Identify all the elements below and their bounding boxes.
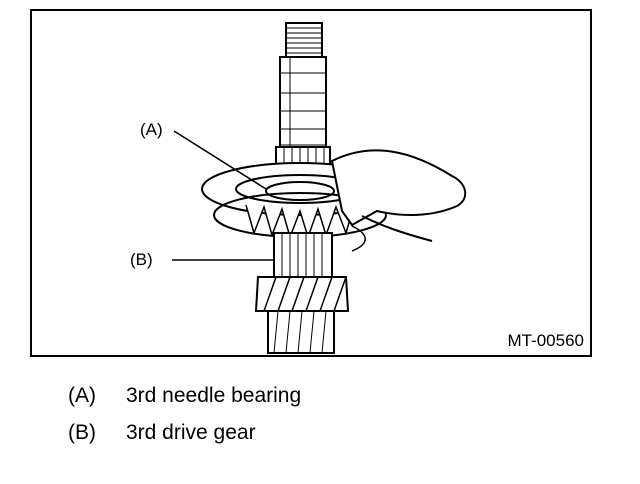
legend-item: (A) 3rd needle bearing (68, 385, 301, 422)
shaft-gear-illustration (172, 22, 467, 354)
gear-teeth (245, 204, 355, 240)
legend: (A) 3rd needle bearing (B) 3rd drive gea… (68, 385, 301, 459)
callout-b: (B) (130, 250, 153, 269)
callout-a: (A) (140, 120, 163, 139)
mainshaft (279, 56, 327, 158)
figure-frame: (A) (B) MT-00560 (30, 9, 592, 357)
leader-line-a (173, 130, 267, 190)
figure-code: MT-00560 (507, 331, 584, 350)
legend-item: (B) 3rd drive gear (68, 422, 301, 459)
legend-key: (B) (68, 421, 96, 444)
helical-gear (254, 276, 350, 312)
legend-text: 3rd needle bearing (126, 384, 302, 407)
legend-text: 3rd drive gear (126, 421, 256, 444)
hand (330, 149, 467, 227)
legend-key: (A) (68, 384, 96, 407)
